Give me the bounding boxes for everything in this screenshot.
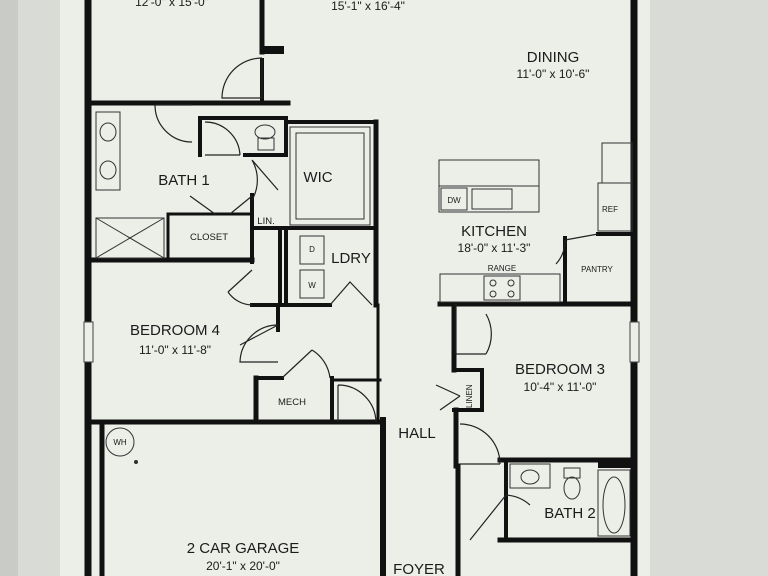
- toilet-icon: [563, 476, 581, 500]
- shower-drain-cross: [95, 217, 165, 259]
- bath1-label: BATH 1: [158, 172, 209, 189]
- range-label: RANGE: [488, 264, 516, 273]
- door-swing-mech: [281, 349, 331, 379]
- fixtures: [95, 111, 633, 537]
- linen-label: LINEN: [465, 384, 474, 408]
- bath2-label: BATH 2: [544, 505, 595, 522]
- bedroom4-dim: 11'-0" x 11'-8": [139, 343, 211, 357]
- toilet-icon: [254, 124, 276, 140]
- door-swing-bed4-closet: [227, 269, 253, 306]
- garage-dim: 20'-1" x 20'-0": [206, 559, 280, 573]
- mech-label: MECH: [278, 397, 306, 408]
- range-counter: [439, 273, 561, 303]
- door-swing-linen: [435, 384, 461, 411]
- door-swing-top-bedroom: [221, 57, 263, 99]
- door-swing-bath1: [154, 104, 193, 143]
- wh-icon: [105, 427, 135, 457]
- bedroom4-label: BEDROOM 4: [130, 322, 220, 339]
- door-swings: [154, 57, 599, 541]
- ref-box: [597, 182, 633, 232]
- wh-dot: [134, 460, 138, 464]
- column-block: [262, 46, 284, 54]
- bedroom3-label: BEDROOM 3: [515, 361, 605, 378]
- vanity-bath2: [509, 463, 551, 489]
- burner-icon: [507, 279, 515, 287]
- washer-icon: [299, 269, 325, 299]
- tub-basin: [602, 476, 626, 534]
- door-swing-closet: [189, 195, 253, 215]
- dryer-icon: [299, 235, 325, 265]
- washer-label: W: [308, 281, 316, 290]
- vanity-bath1: [95, 111, 121, 191]
- shower-bath1: [95, 217, 165, 259]
- kitchen-label: KITCHEN: [461, 223, 527, 240]
- burner-icon: [489, 290, 497, 298]
- sink-icon: [99, 122, 117, 142]
- sink-icon: [99, 160, 117, 180]
- door-swing-bath-toilet: [204, 121, 241, 156]
- photo-left-edge: [0, 0, 18, 576]
- range-icon: [483, 275, 521, 301]
- closet-label: CLOSET: [190, 232, 228, 243]
- burner-icon: [507, 290, 515, 298]
- dryer-label: D: [309, 245, 315, 254]
- wic-shelf: [289, 126, 371, 226]
- pantry-label: PANTRY: [581, 265, 613, 274]
- tub-bath2: [597, 469, 631, 537]
- sink-icon: [520, 469, 540, 485]
- kitchen-dim: 18'-0" x 11'-3": [458, 241, 531, 255]
- door-swing-pantry: [555, 233, 599, 265]
- door-swing-bed3: [455, 304, 492, 355]
- dishwasher-icon: [440, 187, 468, 211]
- dining-dim: 11'-0" x 10'-6": [517, 67, 590, 81]
- wic-label: WIC: [303, 169, 332, 186]
- ldry-label: LDRY: [331, 250, 371, 267]
- dining-label: DINING: [527, 49, 580, 66]
- dw-label: DW: [447, 196, 461, 205]
- door-swing-garage: [337, 384, 377, 423]
- door-swing-ldry: [329, 281, 373, 306]
- wic-shelf-inner: [295, 132, 365, 220]
- lin-label: LIN.: [257, 216, 274, 227]
- island-sink: [471, 188, 513, 210]
- room-labels: 12'-0" x 15'-0" 15'-1" x 16'-4" DINING 1…: [113, 0, 618, 576]
- wh-label: WH: [113, 438, 127, 447]
- windows: [83, 321, 640, 363]
- top-left-room-dim: 12'-0" x 15'-0": [135, 0, 209, 9]
- tank-icon: [563, 467, 581, 479]
- door-swing-wic: [251, 159, 279, 201]
- garage-label: 2 CAR GARAGE: [187, 540, 300, 557]
- door-swing-bath2: [459, 423, 531, 541]
- top-center-room-dim: 15'-1" x 16'-4": [331, 0, 405, 13]
- walls: [84, 0, 638, 576]
- bedroom3-dim: 10'-4" x 11'-0": [524, 380, 597, 394]
- foyer-label: FOYER: [393, 561, 445, 576]
- ref-label: REF: [602, 205, 618, 214]
- window-bed4: [83, 321, 94, 363]
- tank-icon: [257, 137, 275, 151]
- hall-label: HALL: [398, 425, 436, 442]
- door-swing-bed4: [239, 324, 279, 363]
- burner-icon: [489, 279, 497, 287]
- window-bed3: [629, 321, 640, 363]
- wall-bath2-corner: [598, 458, 634, 468]
